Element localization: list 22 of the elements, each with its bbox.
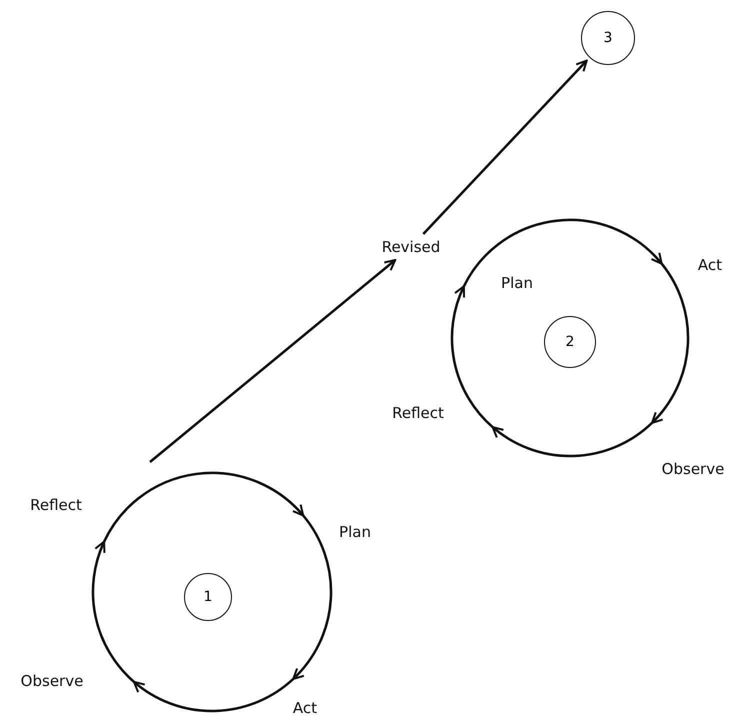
arrow: [292, 514, 332, 680]
arrow: [132, 678, 294, 712]
numbered-circle: 3: [581, 11, 635, 65]
arrow: [651, 262, 690, 424]
stage-label: Observe: [660, 459, 726, 479]
stage-label: Act: [290, 698, 320, 716]
stage-label: Reflect: [28, 495, 84, 515]
arrow: [422, 60, 588, 235]
stage-label: Plan: [337, 522, 373, 542]
stage-label: Revised: [380, 237, 442, 257]
arrow: [462, 218, 663, 287]
numbered-circle: 1: [184, 573, 232, 621]
stage-label: Observe: [18, 671, 86, 691]
arrow: [103, 472, 304, 542]
arrow: [492, 422, 653, 458]
arrow: [450, 285, 494, 428]
numbered-circle: 2: [544, 316, 596, 368]
stage-label: Plan: [499, 273, 535, 293]
arrow: [149, 259, 396, 463]
stage-label: Reflect: [390, 403, 446, 423]
arrow: [92, 540, 135, 683]
stage-label: Act: [696, 255, 724, 275]
